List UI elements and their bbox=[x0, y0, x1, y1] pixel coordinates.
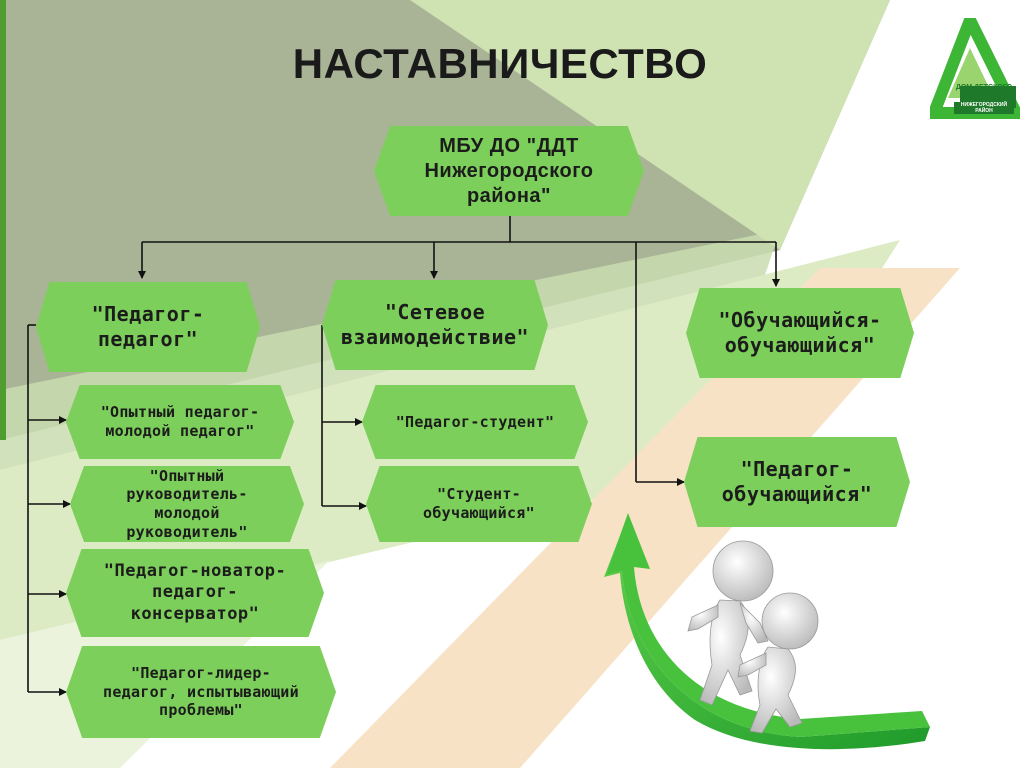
logo-text: ДОМ ДЕТСКОГО ТВОРЧЕСТВА НИЖЕГОРОДСКИЙ РА… bbox=[954, 84, 1014, 114]
child-node-teacher-student: "Педагог-студент" bbox=[362, 385, 588, 459]
branch-node-network: "Сетевое взаимодействие" bbox=[322, 280, 548, 370]
child-node-innovator-conservative: "Педагог-новатор-педагог-консерватор" bbox=[66, 549, 324, 637]
child-node-experienced-young-manager: "Опытный руководитель-молодой руководите… bbox=[70, 466, 304, 542]
child-node-leader-struggling: "Педагог-лидер-педагог, испытывающий про… bbox=[66, 646, 336, 738]
child-node-experienced-young-teacher: "Опытный педагог-молодой педагог" bbox=[66, 385, 294, 459]
logo-subtitle: НИЖЕГОРОДСКИЙ РАЙОН bbox=[954, 102, 1014, 114]
logo-title: ДОМ ДЕТСКОГО ТВОРЧЕСТВА bbox=[955, 84, 1013, 99]
page-title: НАСТАВНИЧЕСТВО bbox=[292, 40, 708, 87]
people-climbing-arrow-icon bbox=[604, 513, 930, 750]
child-node-student-pupil: "Студент-обучающийся" bbox=[366, 466, 592, 542]
root-node: МБУ ДО "ДДТ Нижегородского района" bbox=[374, 126, 644, 216]
branch-node-student-student: "Обучающийся-обучающийся" bbox=[686, 288, 914, 378]
branch-node-pedagog-pedagog: "Педагог-педагог" bbox=[36, 282, 260, 372]
branch-node-teacher-student: "Педагог-обучающийся" bbox=[684, 437, 910, 527]
